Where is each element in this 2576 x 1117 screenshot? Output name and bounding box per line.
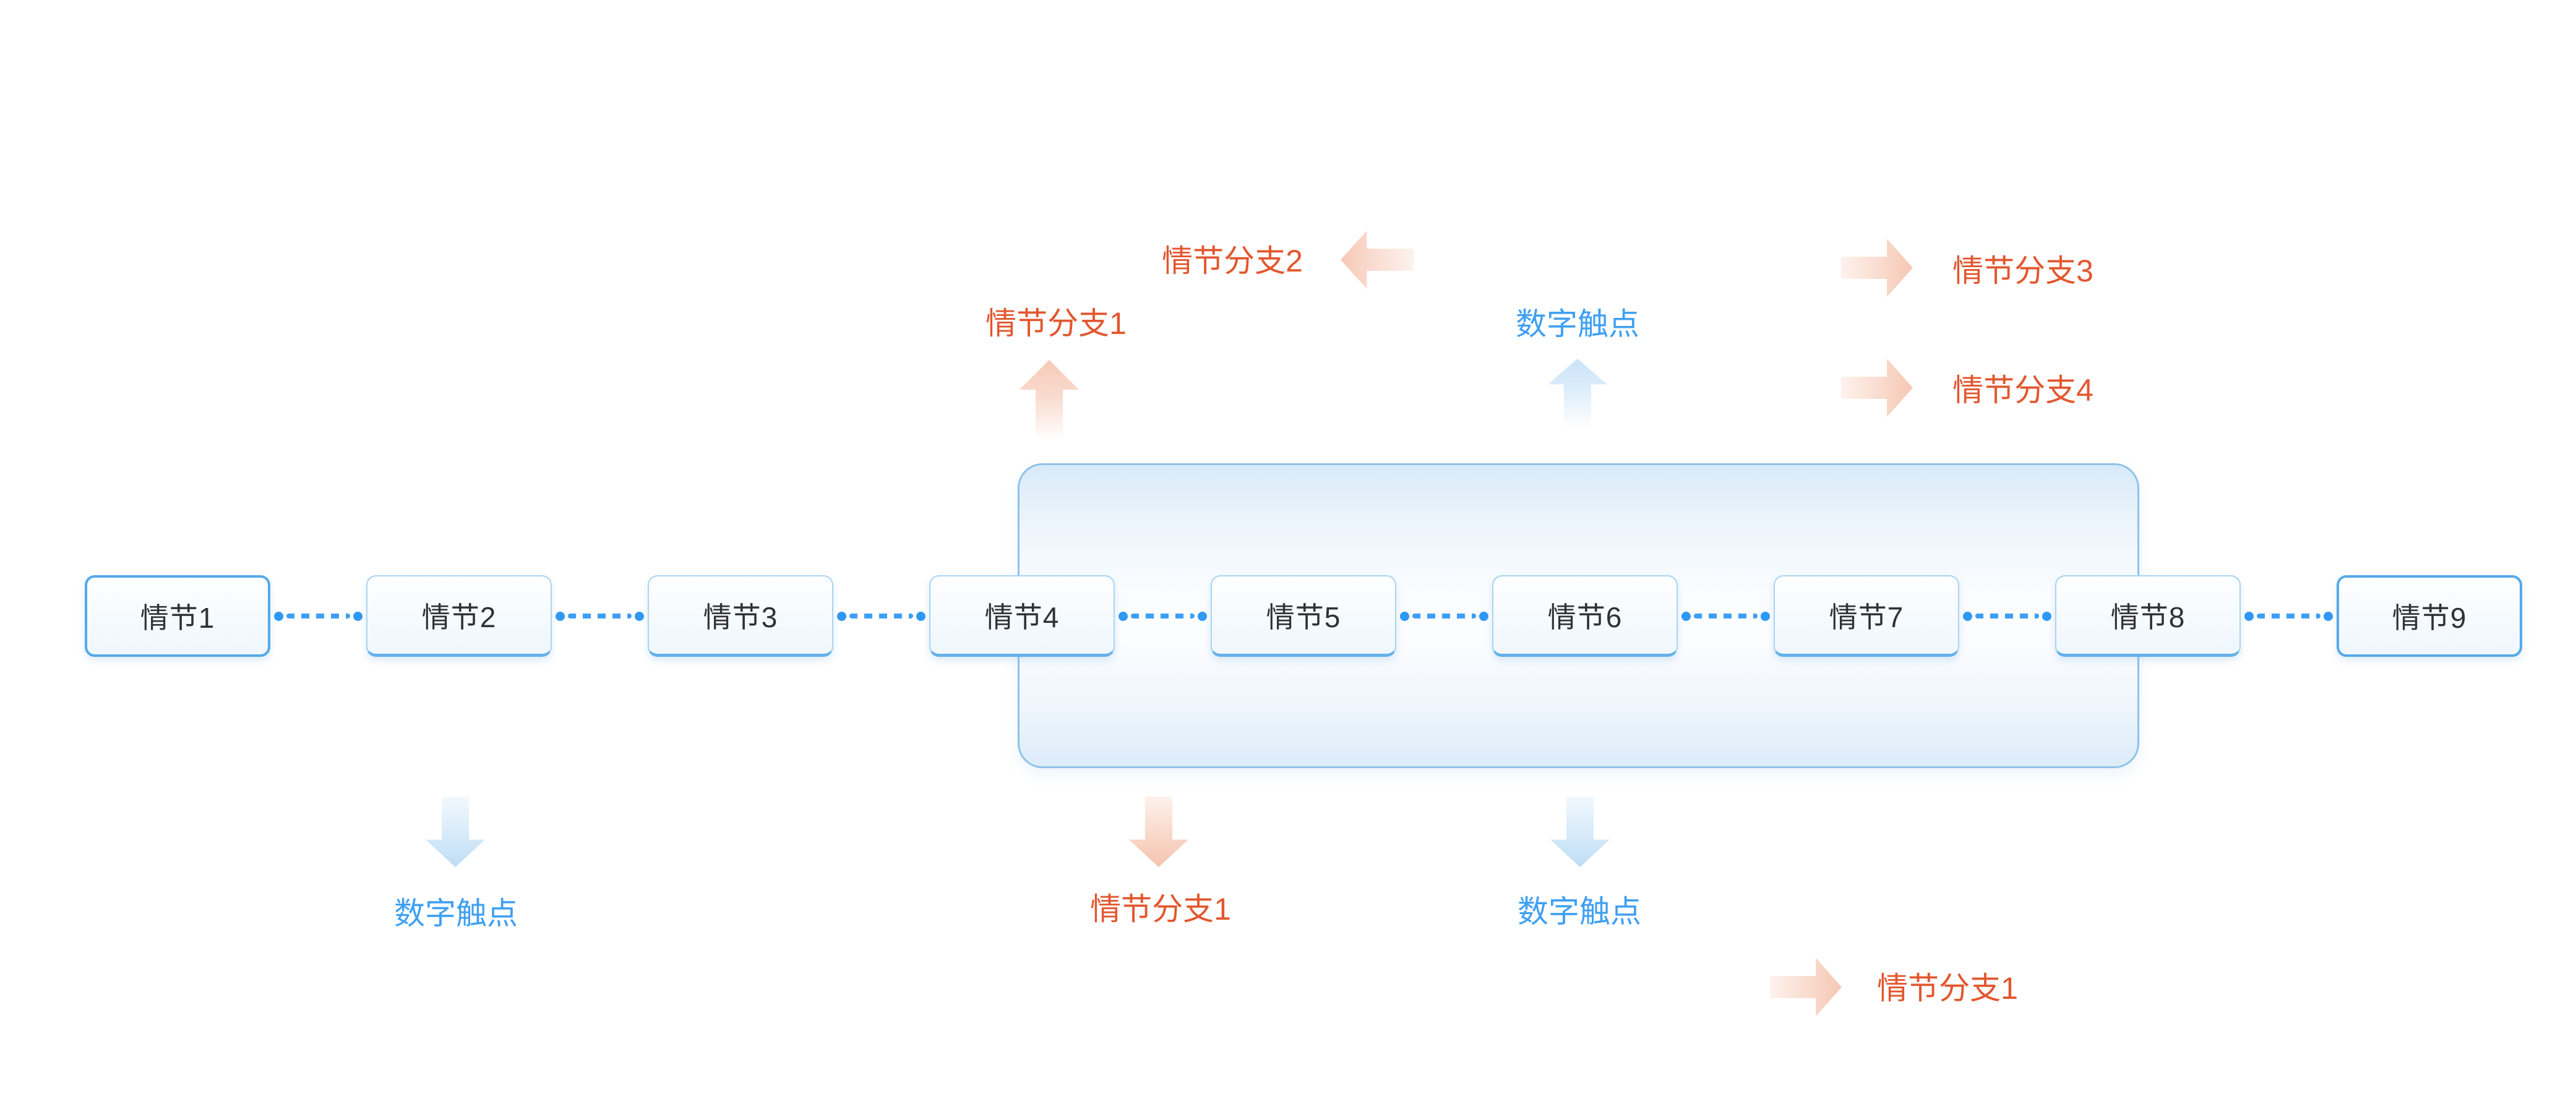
connector-dot-icon — [1479, 611, 1488, 621]
connector-dot-icon — [1118, 611, 1128, 621]
plot-node-label: 情节3 — [703, 601, 778, 633]
plot-node-3[interactable]: 情节3 — [648, 575, 833, 657]
plot-node-6[interactable]: 情节6 — [1492, 575, 1678, 657]
connector-dot-icon — [2244, 611, 2254, 621]
branch1-bottomright-label: 情节分支1 — [1877, 971, 2018, 1006]
plot-node-9[interactable]: 情节9 — [2337, 575, 2522, 657]
connector-dot-icon — [1198, 611, 1207, 621]
plot-node-8[interactable]: 情节8 — [2055, 575, 2241, 657]
plot-node-1[interactable]: 情节1 — [85, 575, 270, 657]
touchpoint-up-arrow-icon — [1548, 359, 1607, 428]
plot-node-2[interactable]: 情节2 — [366, 575, 552, 657]
branch2-top-label: 情节分支2 — [1162, 244, 1303, 278]
connector-dot-icon — [1400, 611, 1409, 621]
connector-dot-icon — [916, 611, 925, 621]
plot-node-label: 情节5 — [1266, 601, 1341, 633]
touchpoint1-bottom-label: 数字触点 — [394, 896, 518, 931]
plot-node-label: 情节9 — [2392, 602, 2467, 634]
connector-dot-icon — [1761, 611, 1770, 621]
dashed-line-icon — [2257, 614, 2321, 618]
dashed-line-icon — [1694, 614, 1758, 618]
connector-dot-icon — [837, 611, 846, 621]
branch1-bottom-label: 情节分支1 — [1090, 892, 1231, 927]
dashed-line-icon — [1412, 614, 1476, 618]
connector-dot-icon — [274, 611, 283, 621]
touchpoint2-down-arrow-icon — [1550, 797, 1610, 867]
plot-node-label: 情节6 — [1547, 601, 1623, 633]
connector-4-5 — [1118, 611, 1207, 621]
dashed-line-icon — [1131, 614, 1195, 618]
branch1-up-arrow-icon — [1020, 360, 1079, 440]
connector-dot-icon — [556, 611, 565, 621]
connector-dot-icon — [353, 611, 363, 621]
plot-node-5[interactable]: 情节5 — [1211, 575, 1396, 657]
plot-node-label: 情节2 — [421, 601, 497, 633]
dashed-line-icon — [568, 614, 632, 618]
touchpoint1-down-arrow-icon — [426, 797, 485, 867]
branch2-left-arrow-icon — [1341, 231, 1414, 289]
branch1-bottomright-arrow-icon — [1770, 958, 1842, 1016]
connector-dot-icon — [1681, 611, 1691, 621]
connector-dot-icon — [2042, 611, 2051, 621]
plot-node-label: 情节8 — [2110, 601, 2186, 633]
dashed-line-icon — [286, 614, 350, 618]
plot-node-label: 情节4 — [984, 601, 1060, 633]
branch4-right-arrow-icon — [1841, 359, 1913, 417]
plot-node-label: 情节1 — [140, 602, 215, 634]
connector-dot-icon — [1963, 611, 1972, 621]
branch4-label: 情节分支4 — [1952, 373, 2093, 408]
branch3-right-arrow-icon — [1841, 239, 1913, 297]
connector-2-3 — [556, 611, 644, 621]
dashed-line-icon — [849, 614, 913, 618]
connector-7-8 — [1963, 611, 2051, 621]
connector-3-4 — [837, 611, 925, 621]
connector-8-9 — [2244, 611, 2333, 621]
branch1-top-label: 情节分支1 — [985, 306, 1127, 341]
connector-6-7 — [1681, 611, 1770, 621]
connector-5-6 — [1400, 611, 1488, 621]
branch3-label: 情节分支3 — [1952, 254, 2093, 288]
branch1-down-arrow-icon — [1129, 797, 1188, 867]
plot-node-7[interactable]: 情节7 — [1774, 575, 1959, 657]
dashed-line-icon — [1975, 614, 2039, 618]
touchpoint2-bottom-label: 数字触点 — [1518, 894, 1641, 929]
connector-dot-icon — [2324, 611, 2333, 621]
plot-node-label: 情节7 — [1829, 601, 1904, 633]
connector-1-2 — [274, 611, 363, 621]
plot-node-4[interactable]: 情节4 — [929, 575, 1115, 657]
connector-dot-icon — [635, 611, 644, 621]
touchpoint-top-label: 数字触点 — [1516, 307, 1639, 341]
